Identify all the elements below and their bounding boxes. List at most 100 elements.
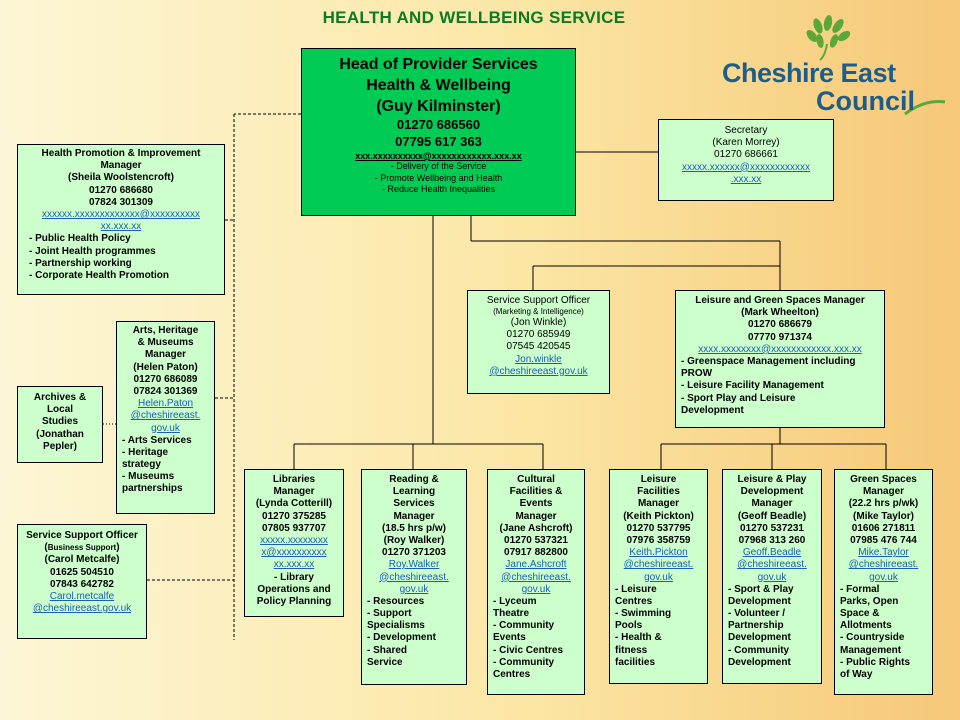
rl-email-link-cont[interactable]: @cheshireeast. bbox=[379, 571, 449, 583]
ssm-mobile: 07545 420545 bbox=[506, 341, 571, 353]
lf-email-link-cont[interactable]: @cheshireeast. bbox=[623, 559, 694, 571]
lp-duty: - Community bbox=[728, 644, 790, 656]
lp-duty-cont: Partnership bbox=[728, 620, 784, 632]
leisure-play-box: Leisure & Play Development Manager (Geof… bbox=[722, 469, 822, 684]
gs-title: Green Spaces bbox=[850, 474, 917, 485]
lp-duty: - Volunteer / bbox=[728, 608, 786, 620]
service-support-business-box: Service Support Officer (Business Suppor… bbox=[17, 524, 147, 639]
lp-duty-cont: Development bbox=[728, 595, 791, 607]
head-title-line1: Head of Provider Services bbox=[339, 56, 538, 73]
lib-email-link-cont[interactable]: xx.xxx.xx bbox=[273, 559, 315, 571]
logo-text-line2: Council bbox=[816, 86, 915, 116]
arts-phone: 01270 686089 bbox=[133, 373, 198, 385]
ssb-mobile: 07843 642782 bbox=[50, 578, 114, 590]
lf-title-cont: Facilities bbox=[637, 486, 680, 498]
logo-text-line1: Cheshire East bbox=[722, 58, 896, 88]
cf-email-link[interactable]: Jane.Ashcroft bbox=[505, 559, 567, 571]
lf-duty: - Swimming bbox=[615, 608, 672, 620]
rl-duty: - Support bbox=[367, 608, 412, 620]
rl-hours: (18.5 hrs p/w) bbox=[382, 522, 446, 534]
rl-phone: 01270 371203 bbox=[382, 547, 446, 559]
council-logo: Cheshire East Council bbox=[700, 14, 950, 124]
lf-email-link-cont[interactable]: gov.uk bbox=[644, 571, 673, 583]
ssb-phone: 01625 504510 bbox=[50, 566, 114, 578]
lp-phone: 01270 537231 bbox=[740, 522, 804, 534]
gs-email-link[interactable]: Mike.Taylor bbox=[858, 547, 909, 559]
lib-title-cont: Manager bbox=[273, 486, 315, 498]
ssm-email-link[interactable]: Jon.winkle bbox=[515, 353, 562, 365]
arts-duty: - Heritage bbox=[122, 446, 169, 458]
secretary-box: Secretary (Karen Morrey) 01270 686661 xx… bbox=[658, 119, 834, 201]
rl-title-cont: Services bbox=[393, 498, 435, 510]
lp-email-link-cont[interactable]: @cheshireeast. bbox=[737, 559, 807, 571]
lf-duty-cont: facilities bbox=[615, 656, 656, 668]
ssb-email-link[interactable]: Carol.metcalfe bbox=[49, 590, 115, 602]
head-name: (Guy Kilminster) bbox=[376, 97, 501, 115]
rl-title-cont: Manager bbox=[393, 510, 435, 522]
secretary-email-link[interactable]: xxxxx.xxxxxx@xxxxxxxxxxxx bbox=[682, 161, 810, 173]
ssm-name: (Jon Winkle) bbox=[510, 316, 567, 328]
head-mobile: 07795 617 363 bbox=[395, 133, 482, 149]
lp-title-cont: Development bbox=[740, 486, 804, 498]
lp-name: (Geoff Beadle) bbox=[737, 510, 807, 522]
lgs-title: Leisure and Green Spaces Manager bbox=[695, 295, 865, 306]
secretary-email-link-cont[interactable]: .xxx.xx bbox=[730, 173, 762, 185]
cultural-facilities-box: Cultural Facilities & Events Manager (Ja… bbox=[487, 469, 585, 695]
gs-hours: (22.2 hrs p/wk) bbox=[848, 498, 919, 510]
ssb-name: (Carol Metcalfe) bbox=[44, 554, 120, 566]
cf-name: (Jane Ashcroft) bbox=[499, 522, 573, 534]
page-title: HEALTH AND WELLBEING SERVICE bbox=[322, 8, 626, 27]
gs-mobile: 07985 476 744 bbox=[850, 534, 917, 546]
lp-duty-cont: Development bbox=[728, 632, 791, 644]
head-phone: 01270 686560 bbox=[396, 117, 481, 133]
cf-duty: - Civic Centres bbox=[493, 644, 564, 656]
cf-email-link-cont[interactable]: @cheshireeast. bbox=[501, 571, 571, 583]
head-title-line2: Health & Wellbeing bbox=[366, 76, 511, 94]
cf-title: Cultural bbox=[517, 474, 555, 485]
arts-title: Arts, Heritage bbox=[132, 325, 199, 336]
hp-email-link-cont[interactable]: xx.xxx.xx bbox=[100, 221, 142, 233]
lf-duty-cont: Pools bbox=[615, 620, 643, 632]
gs-email-link-cont[interactable]: gov.uk bbox=[869, 571, 898, 583]
cf-phone: 01270 537321 bbox=[504, 534, 568, 546]
archives-name: (Jonathan bbox=[36, 428, 84, 440]
ssb-title: Service Support Officer bbox=[26, 530, 138, 541]
arts-email-link[interactable]: Helen.Paton bbox=[137, 398, 194, 410]
lib-name: (Lynda Cotterill) bbox=[255, 498, 333, 510]
lf-duty: - Health & bbox=[615, 632, 662, 644]
lp-email-link[interactable]: Geoff.Beadle bbox=[742, 547, 802, 559]
lgs-email-link[interactable]: xxxx.xxxxxxxx@xxxxxxxxxxxx.xxx.xx bbox=[698, 343, 862, 355]
head-of-provider-services-box: Head of Provider Services Health & Wellb… bbox=[301, 48, 576, 216]
gs-duty-cont: Management bbox=[840, 644, 902, 656]
cf-email-link-cont[interactable]: gov.uk bbox=[521, 583, 551, 595]
gs-duty: - Formal bbox=[840, 583, 880, 595]
lib-duty-cont: Operations and bbox=[257, 583, 331, 595]
lib-email-link-cont[interactable]: x@xxxxxxxxxx bbox=[261, 547, 327, 559]
lib-email-link[interactable]: xxxxx.xxxxxxxx bbox=[260, 534, 328, 546]
arts-duty-cont: partnerships bbox=[122, 483, 183, 495]
rl-title-cont: Learning bbox=[392, 486, 436, 498]
cf-duty-cont: Centres bbox=[493, 669, 531, 680]
head-email-link[interactable]: xxx.xxxxxxxxxx@xxxxxxxxxxxx.xxx.xx bbox=[355, 150, 522, 161]
arts-mobile: 07824 301369 bbox=[133, 385, 198, 397]
lp-email-link-cont[interactable]: gov.uk bbox=[757, 571, 787, 583]
lgs-phone: 01270 686679 bbox=[748, 319, 812, 331]
lp-duty-cont: Development bbox=[728, 656, 791, 668]
lf-duty-cont: Centres bbox=[615, 595, 653, 607]
ssb-email-link-cont[interactable]: @cheshireeast.gov.uk bbox=[32, 603, 132, 615]
lf-email-link[interactable]: Keith.Pickton bbox=[629, 547, 688, 559]
rl-email-link[interactable]: Roy.Walker bbox=[388, 559, 440, 571]
ssb-subtitle: (Business Support) bbox=[44, 542, 120, 554]
rl-email-link-cont[interactable]: gov.uk bbox=[399, 583, 429, 595]
arts-title-cont: & Museums bbox=[137, 337, 194, 349]
hp-email-link[interactable]: xxxxxx.xxxxxxxxxxxxx@xxxxxxxxxx bbox=[42, 208, 200, 220]
ssm-title: Service Support Officer bbox=[486, 295, 591, 306]
ssm-subtitle: (Marketing & Intelligence) bbox=[493, 307, 584, 317]
arts-email-link-cont[interactable]: gov.uk bbox=[151, 422, 180, 434]
gs-email-link-cont[interactable]: @cheshireeast. bbox=[848, 559, 919, 571]
ssm-email-link-cont[interactable]: @cheshireeast.gov.uk bbox=[489, 365, 588, 377]
arts-email-link-cont[interactable]: @cheshireeast. bbox=[130, 410, 201, 422]
gs-duty-cont: of Way bbox=[840, 669, 873, 680]
ssm-phone: 01270 685949 bbox=[506, 329, 571, 341]
